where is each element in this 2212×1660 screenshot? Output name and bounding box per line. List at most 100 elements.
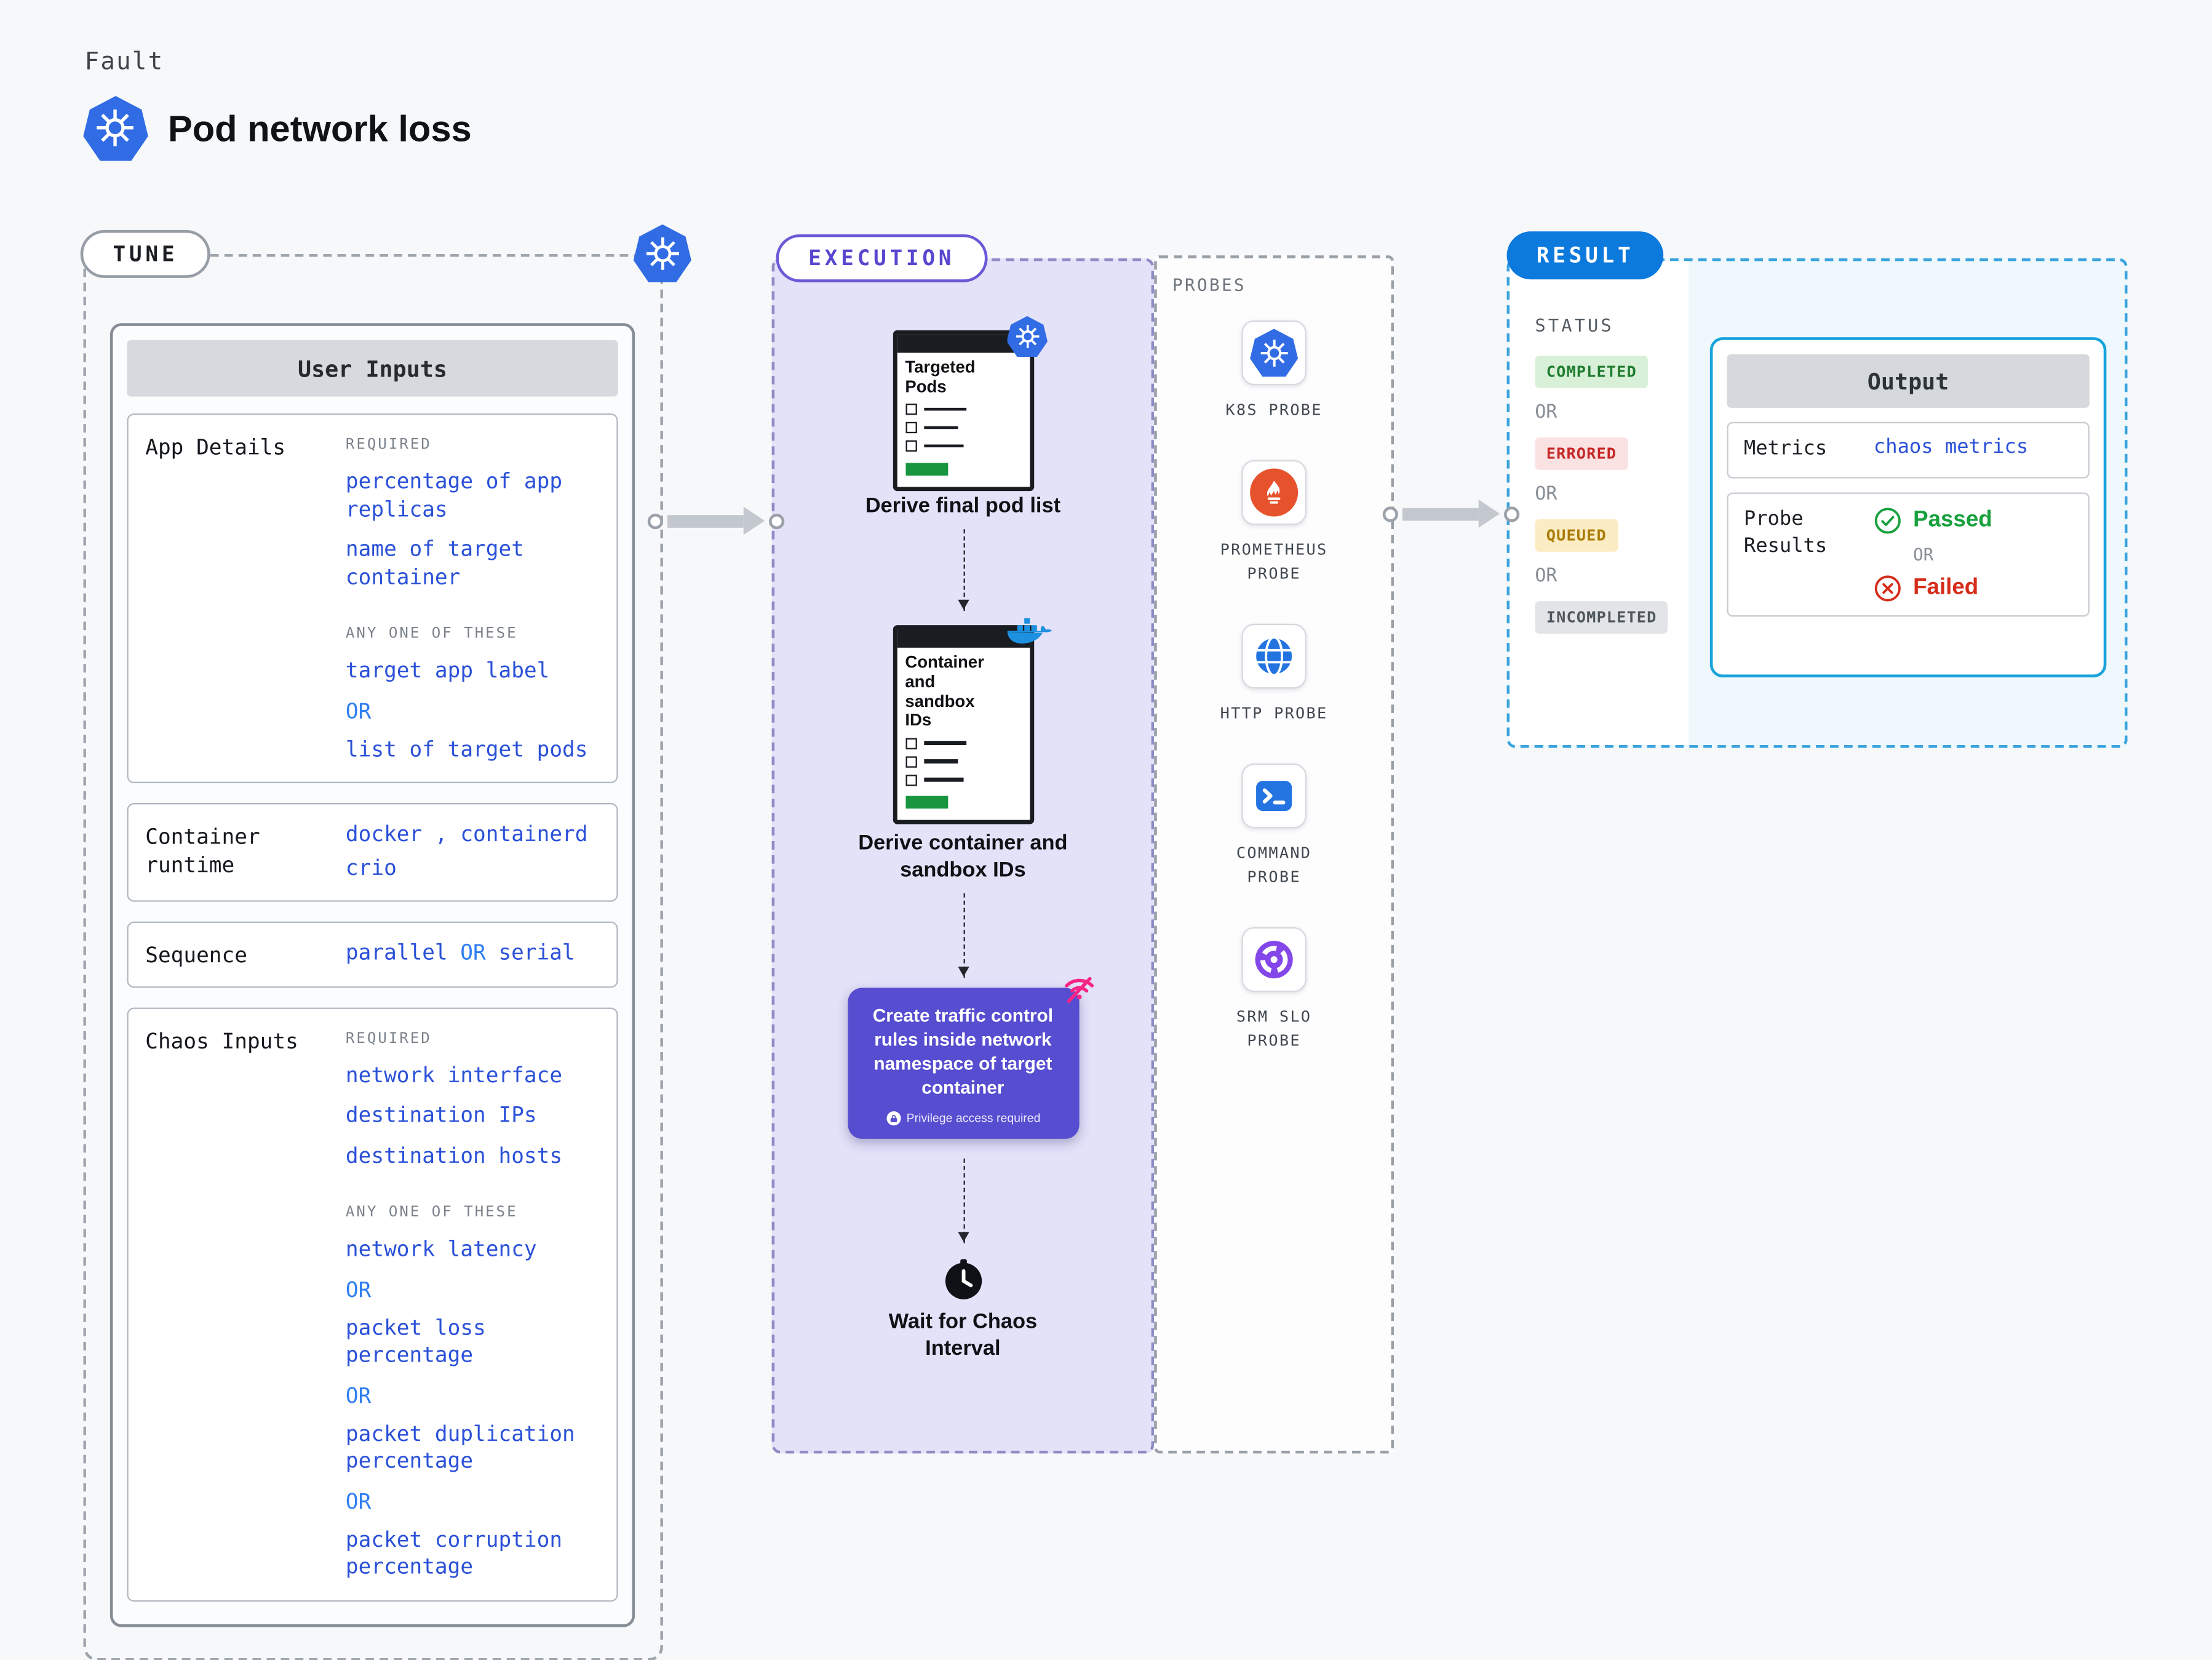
checklist-row [897, 734, 1030, 752]
or-separator: OR [1535, 484, 1558, 506]
passed-line: Passed [1874, 506, 1992, 534]
probe-results-label: Probe Results [1743, 507, 1828, 558]
connector-dot [769, 513, 785, 529]
page-title-row: Pod network loss [83, 95, 472, 161]
targeted-pods-doc: Targeted Pods [892, 316, 1048, 491]
fault-kicker: Fault [84, 47, 164, 76]
status-label: STATUS [1535, 314, 1614, 336]
or-separator: OR [1913, 544, 1934, 564]
terminal-icon [1250, 772, 1298, 820]
probe-card [1241, 624, 1307, 689]
status-strip [1510, 261, 1689, 746]
input-value: packet loss percentage [345, 1314, 486, 1368]
input-value: destination IPs [345, 1102, 537, 1128]
tune-section: User Inputs App Details REQUIRED percent… [83, 253, 663, 1660]
chaos-inputs-section: Chaos Inputs REQUIRED network interface … [127, 1007, 618, 1602]
probe-card [1241, 927, 1307, 993]
input-value: target app label [345, 657, 550, 684]
status-badge-queued: QUEUED [1535, 519, 1618, 552]
action-text: Create traffic control rules inside netw… [872, 1005, 1054, 1098]
or-separator: OR [1535, 402, 1558, 424]
probe-results-row: Probe Results Passed OR [1727, 492, 2090, 617]
input-value: crio [345, 854, 397, 880]
app-details-values: REQUIRED percentage of app replicas name… [346, 432, 605, 776]
chaos-inputs-label: Chaos Inputs [145, 1028, 298, 1054]
container-runtime-label: Container runtime [145, 824, 260, 879]
metrics-label: Metrics [1743, 437, 1828, 460]
network-broken-icon [1062, 972, 1096, 1006]
or-separator: OR [1535, 565, 1558, 588]
metrics-value: chaos metrics [1873, 436, 2029, 459]
arrow-shaft [1402, 507, 1479, 521]
docker-icon [1004, 614, 1052, 651]
input-value: docker , containerd [345, 821, 588, 847]
check-circle-icon [1874, 507, 1901, 533]
status-badge-incompleted: INCOMPLETED [1535, 601, 1668, 634]
probe-item: SRM SLO PROBE [1209, 927, 1339, 1053]
checklist-row [897, 400, 1030, 418]
flow-arrow-down [957, 893, 969, 978]
input-value: percentage of app replicas [345, 468, 563, 522]
required-label: REQUIRED [345, 1029, 432, 1047]
connector-dot [647, 513, 663, 529]
doc-title: Targeted Pods [905, 357, 976, 397]
or-separator: OR [345, 698, 372, 724]
tune-section-label: TUNE [80, 229, 211, 278]
arrow-head [1478, 499, 1500, 528]
input-value: network latency [345, 1236, 537, 1262]
result-section-label: RESULT [1506, 231, 1664, 280]
clock-icon [941, 1258, 985, 1309]
sequence-section: Sequence parallel OR serial [127, 921, 618, 988]
user-inputs-title: User Inputs [127, 340, 618, 397]
input-value: destination hosts [345, 1142, 563, 1168]
metrics-row: Metrics chaos metrics [1727, 421, 2090, 478]
probe-results-values: Passed OR Failed [1874, 506, 1992, 602]
any-one-label: ANY ONE OF THESE [345, 625, 518, 642]
checklist-row [897, 418, 1030, 437]
failed-line: Failed [1874, 574, 1992, 602]
result-section: STATUS COMPLETED OR ERRORED OR QUEUED OR… [1506, 258, 2128, 748]
connector-dot [1503, 506, 1520, 522]
input-value: packet corruption percentage [345, 1526, 563, 1579]
input-value: name of target container [345, 536, 524, 589]
kubernetes-icon [1250, 329, 1299, 377]
probe-label: COMMAND PROBE [1236, 844, 1312, 887]
probe-item: COMMAND PROBE [1209, 764, 1339, 889]
step-caption: Wait for Chaos Interval [888, 1309, 1038, 1360]
input-value: serial [498, 940, 575, 965]
doc-header-bar [896, 334, 1030, 353]
doc-title: Container and sandbox IDs [905, 652, 984, 730]
input-value: network interface [345, 1061, 563, 1088]
probe-label: K8S PROBE [1225, 401, 1323, 420]
flow-arrow-down [957, 1159, 969, 1243]
kubernetes-icon [83, 95, 148, 161]
diagram-canvas: Fault Pod network loss TUNE User Inputs … [80, 47, 2128, 1660]
connector-dot [1382, 506, 1398, 522]
status-column: STATUS COMPLETED OR ERRORED OR QUEUED OR… [1535, 314, 1668, 634]
container-runtime-values: docker , containerd crio [346, 821, 605, 895]
probe-item: PROMETHEUS PROBE [1209, 460, 1339, 586]
probe-card [1241, 460, 1307, 525]
probe-card [1241, 320, 1307, 386]
input-value: packet duplication percentage [345, 1420, 575, 1474]
user-inputs-panel: User Inputs App Details REQUIRED percent… [109, 323, 635, 1627]
flow-arrow-down [957, 529, 969, 612]
privilege-note: Privilege access required [859, 1110, 1067, 1125]
or-separator: OR [460, 940, 486, 965]
probes-section: PROBES K8S PROBE [1154, 255, 1394, 1454]
output-panel: Output Metrics chaos metrics Probe Resul… [1709, 337, 2107, 677]
sequence-label: Sequence [145, 943, 247, 968]
execution-to-result-arrow [1382, 498, 1520, 529]
input-value: list of target pods [345, 736, 588, 762]
or-separator: OR [345, 1276, 372, 1302]
chaos-inputs-values: REQUIRED network interface destination I… [346, 1025, 605, 1594]
traffic-control-action: Create traffic control rules inside netw… [847, 976, 1093, 1138]
input-value: parallel [345, 940, 448, 965]
container-ids-doc: Container and sandbox IDs [892, 618, 1051, 824]
execution-section-label: EXECUTION [776, 234, 988, 282]
or-separator: OR [345, 1488, 372, 1514]
probe-label: HTTP PROBE [1220, 704, 1328, 723]
gauge-icon [1250, 936, 1298, 984]
privilege-note-text: Privilege access required [906, 1111, 1041, 1125]
failed-text: Failed [1913, 575, 1979, 599]
